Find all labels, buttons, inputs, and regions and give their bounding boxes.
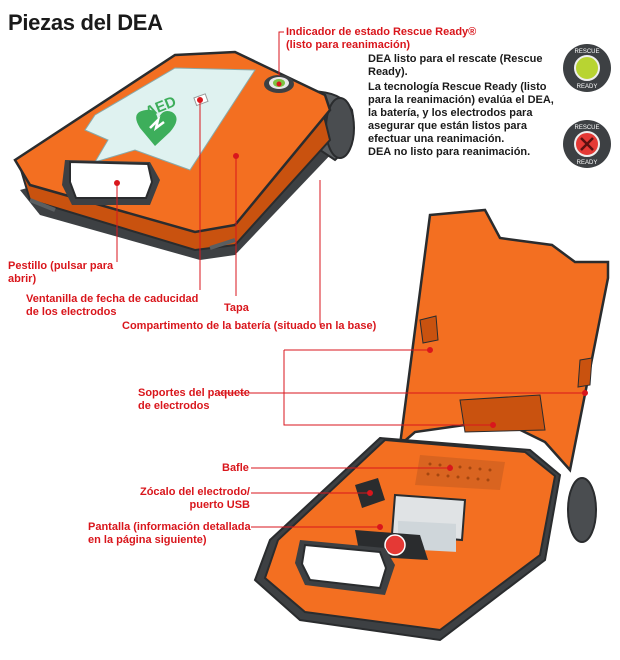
ready-badge: RESCUE READY [563,44,611,92]
status-indicator-label: Indicador de estado Rescue Ready® (listo… [286,26,477,51]
display-label: Pantalla (información detallada en la pá… [88,521,251,546]
open-leaders [218,347,588,530]
note-not-ready: DEA no listo para reanimación. [368,146,531,158]
latch[interactable] [62,160,160,205]
pad-holders-label: Soportes del paquete de electrodos [138,387,250,412]
display [390,493,467,552]
svg-text:RESCUE: RESCUE [574,49,599,55]
note-tech: La tecnología Rescue Ready (listo para l… [368,81,554,145]
svg-text:READY: READY [577,160,598,166]
svg-text:RESCUE: RESCUE [574,125,599,131]
svg-text:READY: READY [577,84,598,90]
open-lid [398,208,610,473]
latch-label: Pestillo (pulsar para abrir) [8,260,114,285]
open-aed [253,208,610,642]
speaker-label: Bafle [222,462,249,474]
lid-label: Tapa [224,302,249,314]
battery-compartment-label: Compartimento de la batería (situado en … [122,320,377,332]
expiration-window-label: Ventanilla de fecha de caducidad de los … [26,293,199,318]
closed-aed: AED [13,50,355,260]
not-ready-badge: RESCUE READY [563,120,611,168]
closed-leaders [114,31,321,325]
page-title: Piezas del DEA [8,10,163,35]
pad-socket-label: Zócalo del electrodo/ puerto USB [139,486,250,511]
note-ready: DEA listo para el rescate (Rescue Ready)… [368,53,543,78]
